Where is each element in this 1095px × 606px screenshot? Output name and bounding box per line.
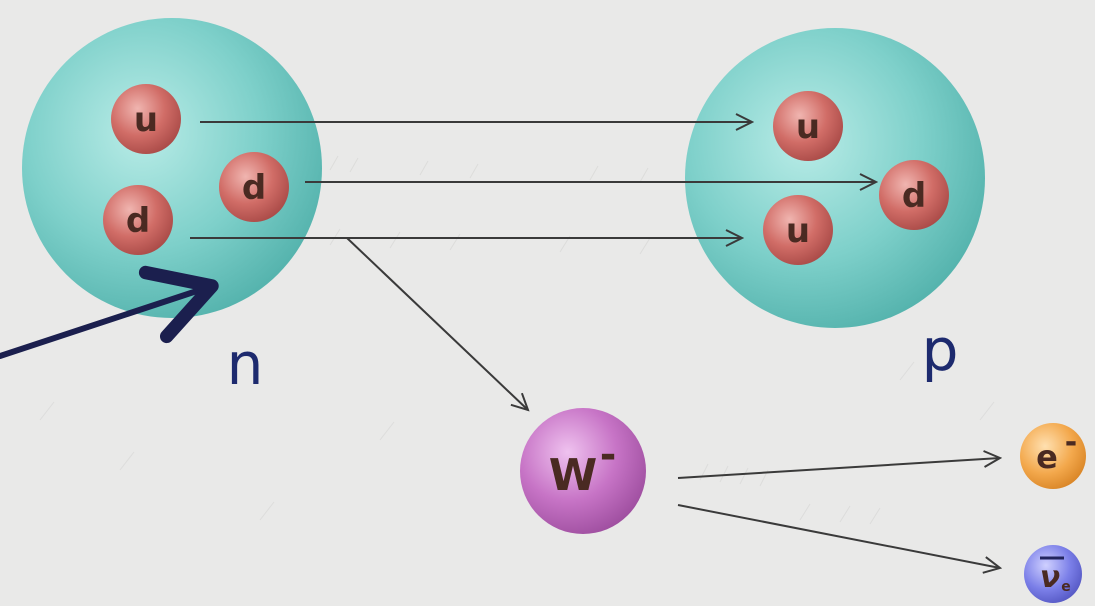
antineutrino-symbol: ν — [1040, 560, 1060, 595]
proton: u d u p — [685, 28, 985, 384]
neutron-sphere — [22, 18, 322, 318]
neutron-quark-d-lower: d — [103, 185, 173, 255]
proton-sphere — [685, 28, 985, 328]
quark-label: d — [902, 176, 926, 216]
quark-label: d — [242, 168, 266, 208]
neutron-quark-d-upper: d — [219, 152, 289, 222]
antineutrino-subscript: e — [1061, 579, 1071, 595]
arrow-to-electron — [677, 458, 1000, 479]
proton-quark-u-upper: u — [773, 91, 843, 161]
proton-quark-u-lower: u — [763, 195, 833, 265]
decay-arrows — [677, 458, 1000, 568]
arrow-to-antineutrino — [677, 504, 1000, 568]
pointer-arrow — [0, 265, 219, 359]
quark-label: d — [126, 201, 150, 241]
quark-label: u — [796, 107, 820, 147]
w-boson: W - — [520, 408, 646, 534]
antineutrino: ν e — [1024, 545, 1082, 603]
proton-label: p — [922, 316, 959, 384]
electron: e - — [1020, 423, 1086, 489]
quark-label: u — [134, 100, 158, 140]
w-boson-symbol: W — [549, 450, 598, 501]
w-boson-charge: - — [600, 432, 617, 478]
neutron: u d d n — [22, 18, 322, 398]
neutron-quark-u: u — [111, 84, 181, 154]
quark-label: u — [786, 211, 810, 251]
arrow-to-w-boson — [346, 237, 528, 410]
quark-arrows — [190, 122, 876, 410]
proton-quark-d: d — [879, 160, 949, 230]
electron-symbol: e — [1036, 438, 1058, 476]
electron-charge: - — [1065, 425, 1077, 460]
neutron-label: n — [227, 330, 264, 398]
